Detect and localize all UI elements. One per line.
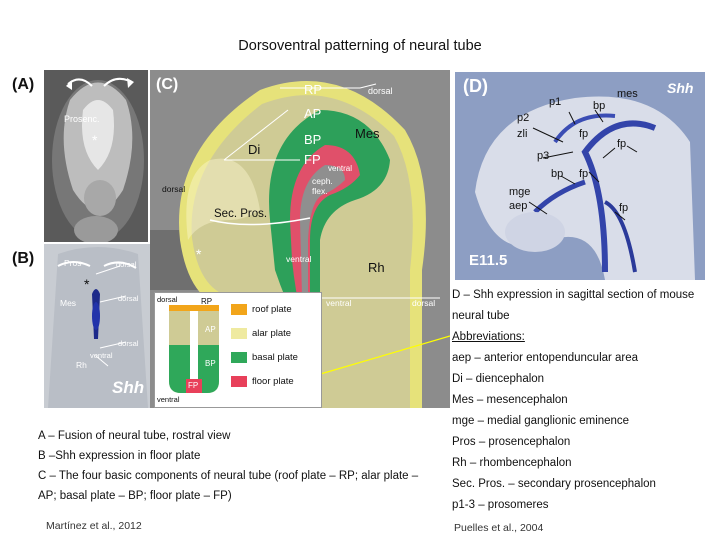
panel-b-dorsal-label-2: dorsal: [118, 294, 139, 303]
caption-left: A – Fusion of neural tube, rostral view …: [38, 426, 433, 506]
panel-d-p2-label: p2: [517, 112, 530, 124]
citation-right: Puelles et al., 2004: [454, 522, 544, 534]
citation-left: Martínez et al., 2012: [46, 520, 142, 532]
panel-c-sec-pros-label: Sec. Pros.: [214, 208, 268, 220]
abbreviation-item: Sec. Pros. – secondary prosencephalon: [452, 478, 656, 490]
panel-a-letter: (A): [12, 76, 35, 93]
legend-item: basal plate: [231, 349, 321, 365]
plate-legend: dorsal RP AP BP FP ventral roof plate ala…: [154, 292, 322, 408]
panel-c-dorsal-top-label: dorsal: [368, 86, 393, 96]
panel-a-prosenc-label: Prosenc.: [64, 114, 100, 124]
slide-title: Dorsoventral patterning of neural tube: [238, 38, 482, 54]
caption-left-a: A – Fusion of neural tube, rostral view: [38, 430, 231, 442]
legend-item-label: floor plate: [252, 375, 294, 387]
legend-swatch: [231, 327, 247, 339]
panel-c-dorsal-left-label: dorsal: [162, 184, 186, 194]
panel-d-p1-label: p1: [549, 96, 562, 108]
panel-d-bp-label-1: bp: [593, 100, 606, 112]
panel-c-ventral-label-1: ventral: [328, 164, 353, 173]
panel-d-shh-label: Shh: [667, 80, 694, 96]
panel-c-bp-label: BP: [304, 132, 322, 147]
panel-b-shh-label: Shh: [112, 378, 145, 397]
caption-left-b: B –Shh expression in floor plate: [38, 450, 201, 462]
legend-item-label: roof plate: [252, 303, 292, 315]
legend-item-label: alar plate: [252, 327, 292, 339]
panel-c-rp-label: RP: [304, 82, 323, 97]
abbreviation-item: p1-3 – prosomeres: [452, 499, 549, 511]
abbreviation-item: Pros – prosencephalon: [452, 436, 571, 448]
panel-c-letter: (C): [156, 76, 179, 93]
panel-b-rh-label: Rh: [76, 360, 87, 370]
panel-d-letter: (D): [463, 76, 488, 96]
caption-right-intro: D – Shh expression in sagittal section o…: [452, 289, 695, 322]
panel-b-letter: (B): [12, 250, 35, 267]
legend-dorsal-label: dorsal: [157, 295, 178, 304]
caption-right: D – Shh expression in sagittal section o…: [452, 285, 714, 516]
panel-d-aep-label: aep: [509, 200, 528, 212]
panel-c-fp-label: FP: [304, 152, 321, 167]
abbreviation-item: aep – anterior entopenduncular area: [452, 352, 639, 364]
panel-d-mge-label: mge: [509, 186, 531, 198]
legend-ventral-label: ventral: [157, 395, 180, 404]
panel-b-drawing: [44, 244, 150, 408]
abbreviations-heading: Abbreviations:: [452, 331, 525, 343]
panel-d-mes-label: mes: [617, 88, 638, 100]
legend-swatch: [231, 303, 247, 315]
panel-c-ap-label: AP: [304, 106, 322, 121]
abbreviation-item: Rh – rhombencephalon: [452, 457, 572, 469]
panel-c-dorsal-right-label: dorsal: [412, 298, 436, 308]
panel-a-asterisk: *: [92, 132, 98, 148]
panel-d-fp-label-4: fp: [619, 202, 629, 214]
abbreviation-item: Mes – mesencephalon: [452, 394, 568, 406]
panel-d-drawing: [455, 72, 705, 280]
panel-d-bp-label-2: bp: [551, 168, 564, 180]
panel-c-di-label: Di: [248, 142, 261, 157]
panel-b-pros-label: Pros: [64, 258, 82, 268]
caption-left-c: C – The four basic components of neural …: [38, 470, 419, 502]
panel-d-fp-label-3: fp: [579, 168, 589, 180]
legend-item: roof plate: [231, 301, 321, 317]
legend-ap-label: AP: [205, 325, 216, 334]
legend-item: alar plate: [231, 325, 321, 341]
legend-tube-diagram: [169, 305, 219, 393]
panel-c-rh-label: Rh: [368, 260, 385, 275]
panel-c-ventral-bottom-label: ventral: [286, 254, 312, 264]
panel-c-mes-label: Mes: [355, 126, 380, 141]
panel-d-p3-label: p3: [537, 150, 550, 162]
legend-fp-label: FP: [188, 381, 199, 390]
panel-c-ventral-right-label: ventral: [326, 298, 352, 308]
legend-item: floor plate: [231, 373, 321, 389]
abbreviation-item: mge – medial ganglionic eminence: [452, 415, 630, 427]
panel-c-asterisk: *: [196, 246, 202, 262]
panel-b-dorsal-label-3: dorsal: [118, 339, 139, 348]
legend-swatch: [231, 351, 247, 363]
panel-b-dorsal-label-1: dorsal: [116, 260, 137, 269]
panel-c-ceph-label: ceph.: [312, 176, 333, 186]
legend-swatch: [231, 375, 247, 387]
panel-a-image: (A) Prosenc. *: [8, 70, 150, 242]
panel-b-ventral-label: ventral: [90, 351, 113, 360]
panel-b-asterisk: *: [84, 276, 90, 292]
legend-items: roof plate alar plate basal plate floor pla…: [231, 301, 321, 397]
panel-d-fp-label-2: fp: [617, 138, 627, 150]
abbreviation-item: Di – diencephalon: [452, 373, 545, 385]
panel-d-zli-label: zli: [517, 128, 528, 140]
panel-d-stage-label: E11.5: [469, 252, 508, 269]
panel-b-image: (B) Pros dorsal * Mes dorsal dorsal vent…: [8, 244, 150, 408]
panel-d-fp-label-1: fp: [579, 128, 589, 140]
panel-d-image: (D) Shh mes p1 bp p2 zli fp fp p3 bp fp …: [455, 72, 705, 280]
panel-a-drawing: [44, 70, 148, 242]
panel-c-image: (C) RP dorsal AP BP Mes Di FP ventral ce…: [150, 70, 450, 408]
legend-item-label: basal plate: [252, 351, 298, 363]
panel-c-flex-label: flex.: [312, 186, 328, 196]
legend-bp-label: BP: [205, 359, 216, 368]
legend-rp-label: RP: [201, 297, 213, 306]
panel-b-mes-label: Mes: [60, 298, 77, 308]
